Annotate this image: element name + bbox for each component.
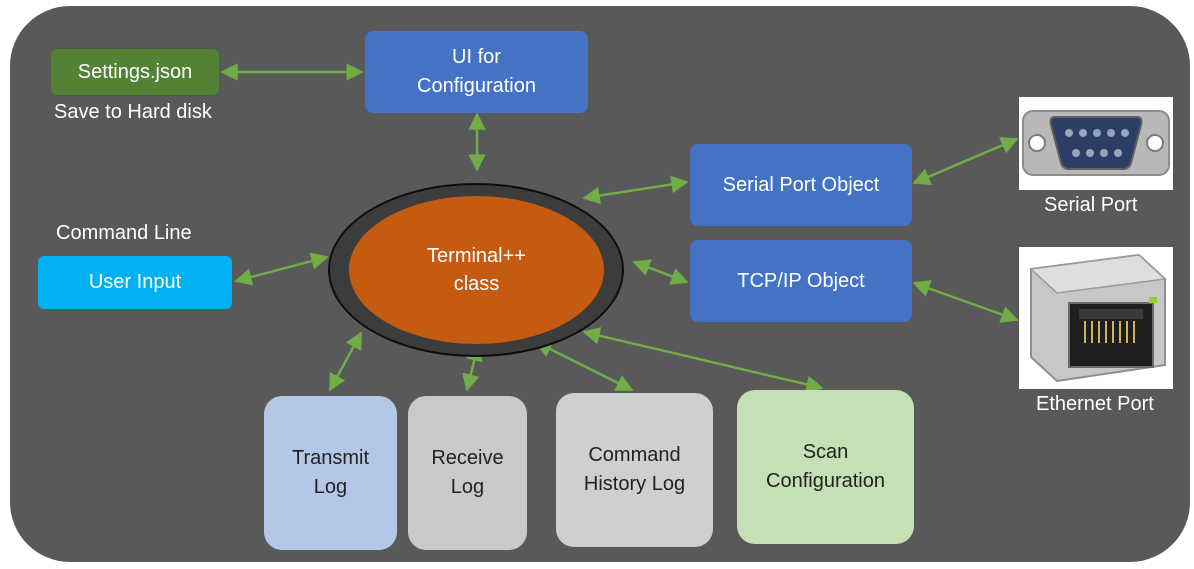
save-to-disk-label: Save to Hard disk (54, 101, 212, 123)
scan-configuration-box: Scan Configuration (737, 390, 914, 544)
serial-port-photo (1019, 97, 1173, 190)
arrow-userinput-terminal (234, 252, 329, 286)
command-history-log-box: Command History Log (556, 393, 713, 547)
transmit-log-box: Transmit Log (264, 396, 397, 550)
serial-port-object-box: Serial Port Object (690, 144, 912, 226)
command-line-label: Command Line (56, 222, 192, 244)
db9-connector-icon (1022, 110, 1170, 176)
receive-log-box: Receive Log (408, 396, 527, 550)
rj45-jack-icon (1029, 253, 1167, 383)
terminal-class-node: Terminal++ class (349, 196, 604, 344)
arrow-terminal-scan (582, 327, 824, 393)
arrow-terminal-history (534, 340, 634, 392)
ethernet-port-photo (1019, 247, 1173, 389)
arrow-terminal-serial (582, 175, 689, 205)
arrow-terminal-transmit (328, 331, 363, 392)
arrow-serial-port (912, 137, 1019, 185)
settings-json-box: Settings.json (51, 49, 219, 95)
arrow-tcpip-ethernet (912, 280, 1019, 323)
ui-config-box: UI for Configuration (365, 31, 588, 113)
arrow-terminal-tcpip (632, 259, 689, 285)
user-input-box: User Input (38, 256, 232, 309)
ethernet-port-label: Ethernet Port (1036, 393, 1154, 415)
serial-port-label: Serial Port (1044, 194, 1138, 216)
tcpip-object-box: TCP/IP Object (690, 240, 912, 322)
